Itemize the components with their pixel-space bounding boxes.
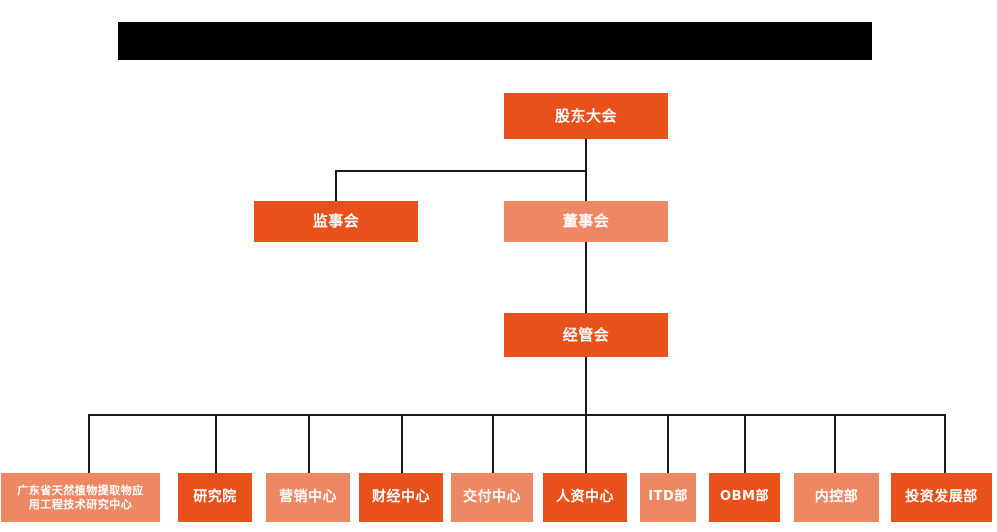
node-department-marketing-center[interactable]: 营销中心 (266, 473, 350, 522)
node-department-institute[interactable]: 研究院 (178, 473, 252, 522)
connector-drop-dept-1 (88, 414, 90, 473)
connector-department-bus (88, 414, 946, 416)
redacted-title-banner (118, 22, 872, 60)
connector-drop-dept-10 (944, 414, 946, 473)
node-management-committee-label: 经管会 (562, 325, 610, 344)
connector-supervisors-down (335, 170, 337, 201)
node-department-label: 财经中心 (372, 488, 430, 505)
node-department-obm[interactable]: OBM部 (709, 473, 780, 522)
node-department-internal-control[interactable]: 内控部 (794, 473, 879, 522)
node-department-label: 交付中心 (463, 488, 521, 505)
node-department-itd[interactable]: ITD部 (640, 473, 696, 522)
node-department-label: 研究院 (193, 488, 237, 505)
node-board-of-directors-label: 董事会 (562, 212, 610, 231)
node-department-research-center[interactable]: 广东省天然植物提取物应 用工程技术研究中心 (1, 473, 160, 522)
connector-drop-dept-7 (667, 414, 669, 473)
connector-drop-dept-3 (308, 414, 310, 473)
connector-drop-dept-6 (585, 414, 587, 473)
node-shareholders-meeting[interactable]: 股东大会 (504, 93, 668, 139)
node-shareholders-meeting-label: 股东大会 (554, 106, 617, 125)
node-department-label: ITD部 (648, 489, 688, 505)
node-department-delivery-center[interactable]: 交付中心 (451, 473, 533, 522)
node-department-hr-center[interactable]: 人资中心 (543, 473, 627, 522)
connector-directors-down (585, 170, 587, 201)
node-board-of-directors[interactable]: 董事会 (504, 201, 668, 242)
node-department-label: 人资中心 (556, 488, 614, 505)
node-management-committee[interactable]: 经管会 (504, 313, 668, 357)
connector-drop-dept-8 (744, 414, 746, 473)
node-department-label: 投资发展部 (905, 488, 978, 505)
node-department-label: 内控部 (814, 488, 859, 505)
node-department-label: 广东省天然植物提取物应 用工程技术研究中心 (17, 483, 144, 511)
connector-drop-dept-5 (492, 414, 494, 473)
connector-management-to-bus (585, 357, 587, 415)
node-department-finance-center[interactable]: 财经中心 (359, 473, 443, 522)
connector-drop-dept-4 (401, 414, 403, 473)
connector-drop-dept-9 (834, 414, 836, 473)
node-department-label: OBM部 (720, 489, 769, 505)
node-department-investment-development[interactable]: 投资发展部 (891, 473, 992, 522)
connector-shareholders-down (585, 139, 587, 171)
connector-directors-to-management (585, 242, 587, 313)
node-board-of-supervisors[interactable]: 监事会 (254, 201, 418, 242)
connector-supervisors-horizontal (335, 170, 586, 172)
connector-drop-dept-2 (215, 414, 217, 473)
node-board-of-supervisors-label: 监事会 (312, 212, 360, 231)
node-department-label: 营销中心 (279, 488, 337, 505)
